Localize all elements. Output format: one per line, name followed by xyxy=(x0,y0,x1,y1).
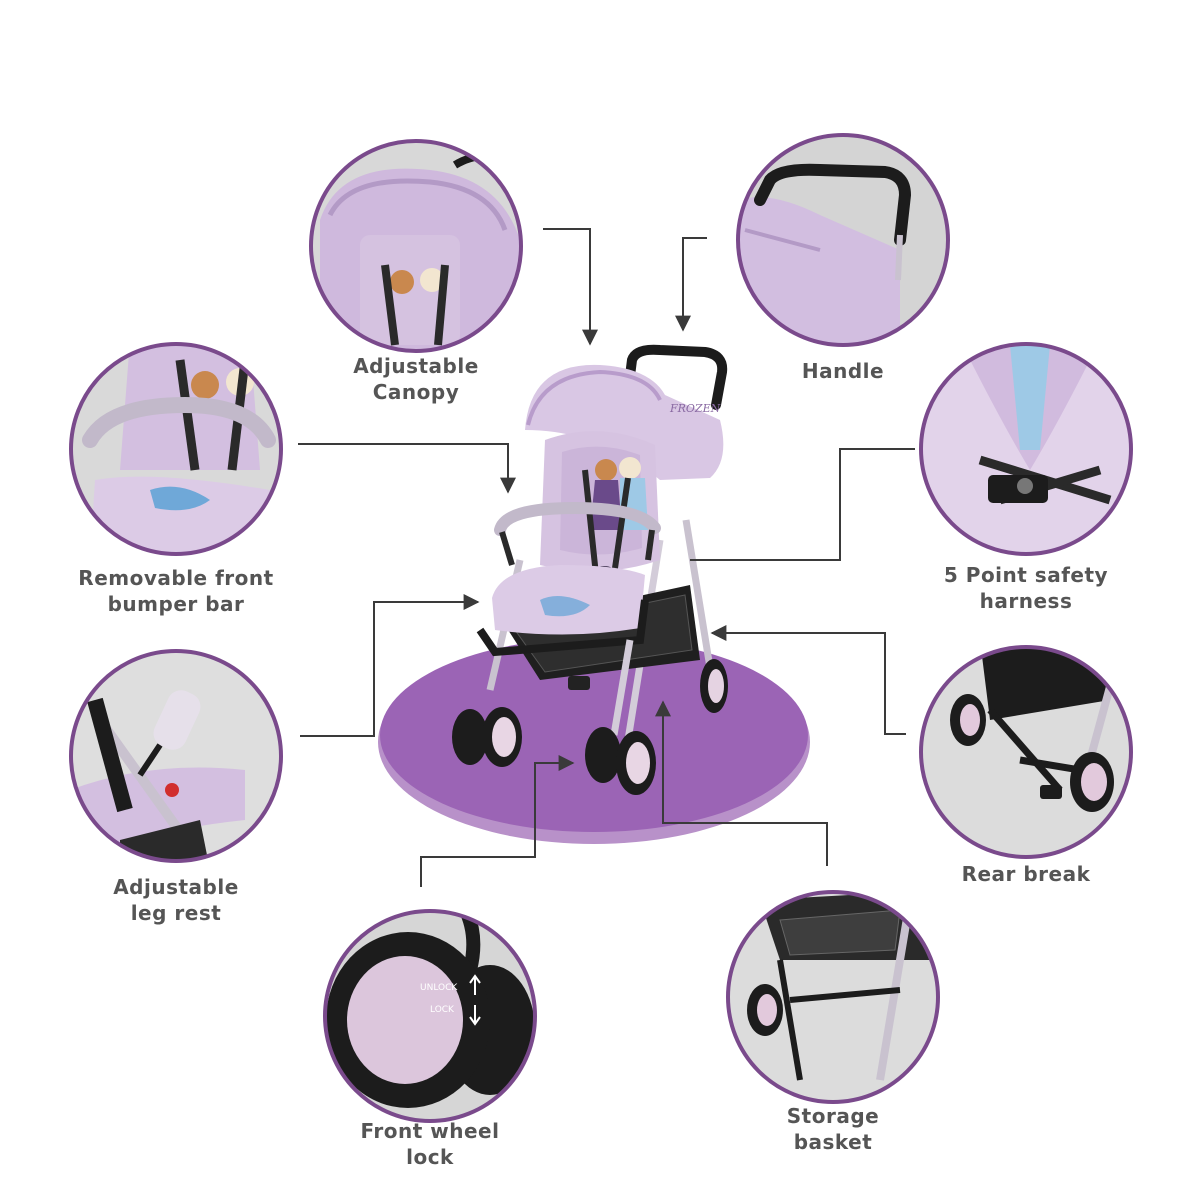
feature-circle-handle xyxy=(736,133,950,347)
canopy-brand-text: FROZEN xyxy=(669,402,721,415)
feature-circle-canopy xyxy=(309,139,523,353)
wheel-rear-right xyxy=(700,659,728,713)
feature-circle-wheellock: UNLOCK LOCK xyxy=(323,909,537,1123)
feature-circle-harness xyxy=(919,342,1133,556)
arrow-canopy xyxy=(543,228,598,346)
label-rear-break: Rear break xyxy=(961,862,1091,886)
label-handle: Handle xyxy=(801,359,885,383)
wheel-front-right xyxy=(585,727,656,795)
feature-circle-bumper xyxy=(69,342,283,556)
feature-circle-legrest xyxy=(69,649,283,863)
unlock-text: UNLOCK xyxy=(420,983,458,993)
arrow-handle xyxy=(675,237,707,332)
arrow-wheellock xyxy=(420,755,575,887)
arrow-harness xyxy=(690,448,915,561)
arrow-legrest xyxy=(300,594,480,737)
main-stroller: FROZEN xyxy=(378,344,810,844)
wheel-front-left xyxy=(452,707,522,767)
connector-arrows xyxy=(298,228,915,887)
arrow-basket xyxy=(655,700,828,866)
arrow-rearbrake xyxy=(710,625,906,735)
lock-text: LOCK xyxy=(430,1005,455,1015)
arrow-bumper xyxy=(298,443,516,494)
feature-circle-rearbrake xyxy=(919,645,1133,859)
feature-circle-basket xyxy=(726,890,940,1104)
